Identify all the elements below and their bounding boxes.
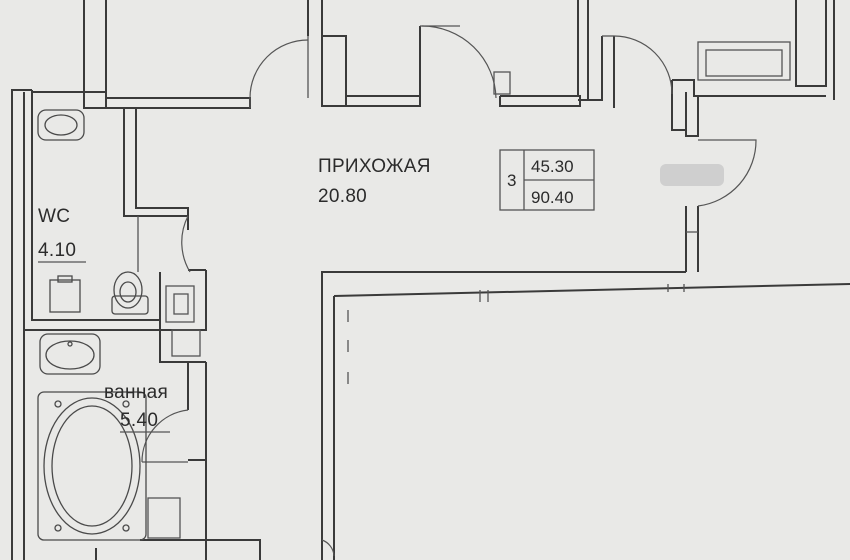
living-area-label: 45.30 — [531, 157, 574, 176]
wc-bathroom-walls — [11, 89, 261, 560]
apartment-area-box: 3 45.30 90.40 — [499, 149, 595, 211]
hallway-name-label: ПРИХОЖАЯ — [318, 156, 431, 177]
wc-sink-icon — [37, 109, 85, 141]
shower-tray-outline — [147, 497, 181, 539]
upper-left-room-walls — [83, 0, 251, 109]
bathroom-area-label: 5.40 — [120, 410, 158, 431]
upper-middle-room-walls — [307, 0, 589, 107]
hallway-walls — [123, 107, 850, 560]
total-area-label: 90.40 — [531, 188, 574, 207]
bathroom-name-label: ванная — [104, 382, 168, 403]
redacted-mark — [660, 164, 724, 186]
wc-area-label: 4.10 — [38, 240, 76, 261]
wc-name-label: WC — [38, 206, 70, 227]
rooms-count-label: 3 — [507, 171, 516, 190]
entrance-walls — [671, 80, 699, 272]
upper-right-room-walls — [578, 0, 835, 108]
large-room-wall-stubs — [347, 284, 685, 384]
toilet-icon — [49, 271, 149, 315]
door-swings — [137, 25, 757, 557]
bathroom-sink-icon — [39, 333, 101, 375]
bathtub-icon — [37, 391, 147, 541]
hallway-area-label: 20.80 — [318, 186, 367, 207]
